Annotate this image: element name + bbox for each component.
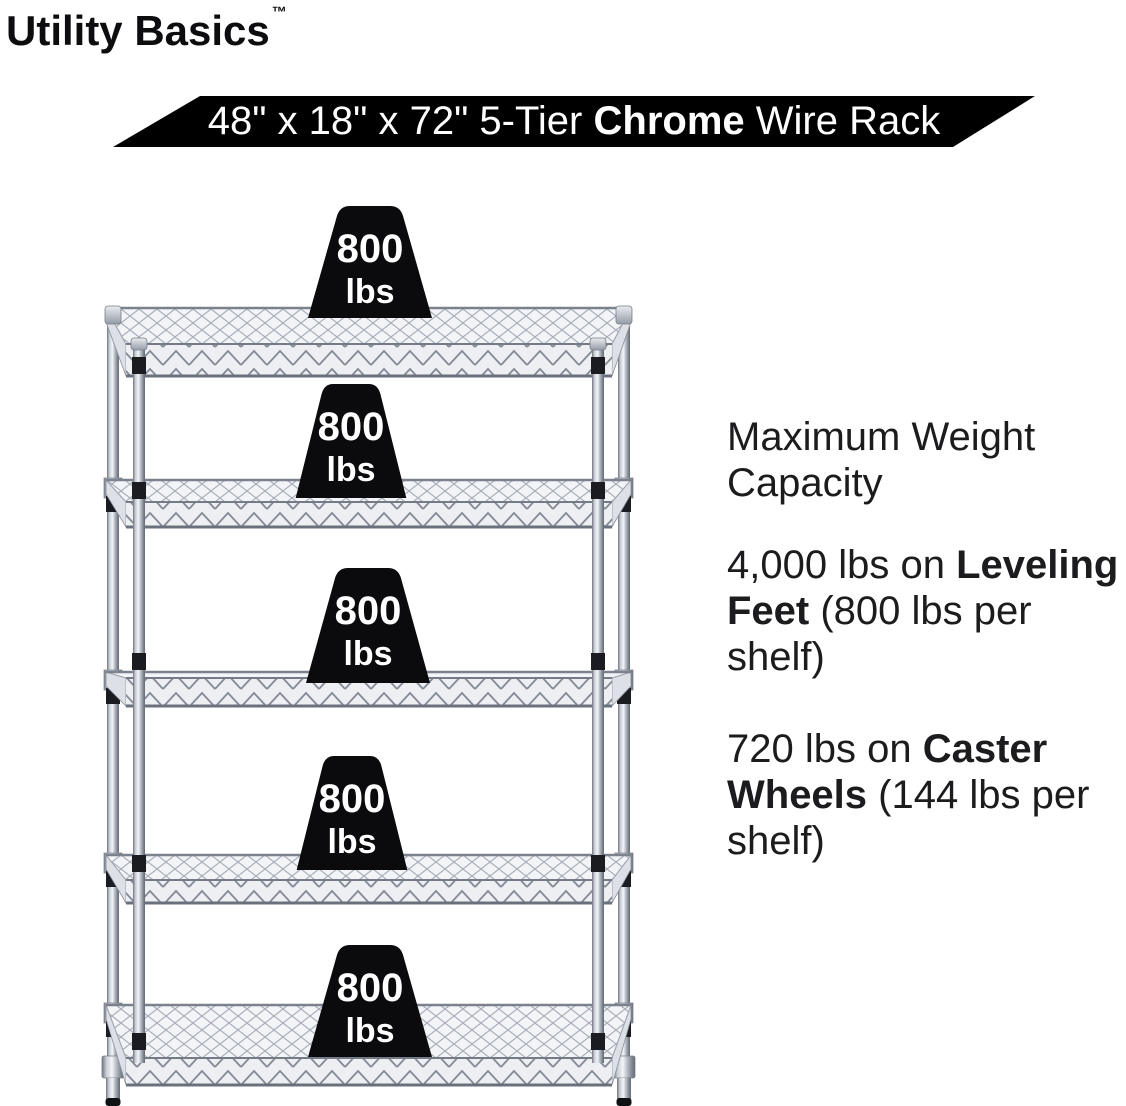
weight-badge-3: 800 lbs <box>303 565 433 683</box>
leveling-foot-left <box>101 1055 125 1106</box>
weight-unit: lbs <box>345 273 395 311</box>
caster-pre: 720 lbs on <box>727 727 923 771</box>
caster-post: (144 lbs per shelf) <box>727 773 1101 863</box>
weight-unit: lbs <box>326 451 376 489</box>
caster-bold: Caster Wheels <box>727 727 1059 817</box>
banner-text-bold: Chrome <box>593 99 745 143</box>
weight-value: 800 <box>318 777 386 821</box>
weight-icon <box>306 568 430 683</box>
weight-value: 800 <box>336 966 404 1010</box>
leveling-post: (800 lbs per shelf) <box>727 589 1043 679</box>
weight-unit: lbs <box>345 1012 395 1050</box>
weight-icon <box>295 384 407 498</box>
capacity-title: Maximum Weight Capacity <box>727 415 1036 505</box>
banner-text-post: Wire Rack <box>744 99 941 143</box>
weight-icon <box>296 756 408 870</box>
rack-shelf-2 <box>104 478 633 529</box>
weight-badge-2: 800 lbs <box>293 381 409 498</box>
weight-icon <box>308 205 432 318</box>
weight-unit: lbs <box>343 635 393 673</box>
leveling-feet-paragraph: 4,000 lbs on Leveling Feet (800 lbs per … <box>727 542 1126 680</box>
trademark-symbol: ™ <box>271 4 287 21</box>
rack-shelf-1 <box>105 306 632 378</box>
brand-name: Utility Basics <box>6 7 270 54</box>
capacity-info: Maximum Weight Capacity 4,000 lbs on Lev… <box>727 414 1126 910</box>
weight-value: 800 <box>336 227 404 271</box>
weight-icon <box>308 944 432 1057</box>
leveling-bold: Leveling Feet <box>727 543 1119 633</box>
weight-badge-5: 800 lbs <box>305 942 435 1057</box>
caster-wheels-paragraph: 720 lbs on Caster Wheels (144 lbs per sh… <box>727 726 1126 864</box>
weight-value: 800 <box>334 589 402 633</box>
product-title-banner: 48" x 18" x 72" 5-Tier Chrome Wire Rack <box>113 96 1035 147</box>
leveling-pre: 4,000 lbs on <box>727 543 957 587</box>
weight-badge-1: 800 lbs <box>305 203 435 318</box>
rack-front-posts <box>104 305 633 1063</box>
banner-text-pre: 48" x 18" x 72" 5-Tier <box>207 99 594 143</box>
weight-value: 800 <box>317 405 385 449</box>
weight-badge-4: 800 lbs <box>294 753 410 870</box>
weight-unit: lbs <box>327 823 377 861</box>
